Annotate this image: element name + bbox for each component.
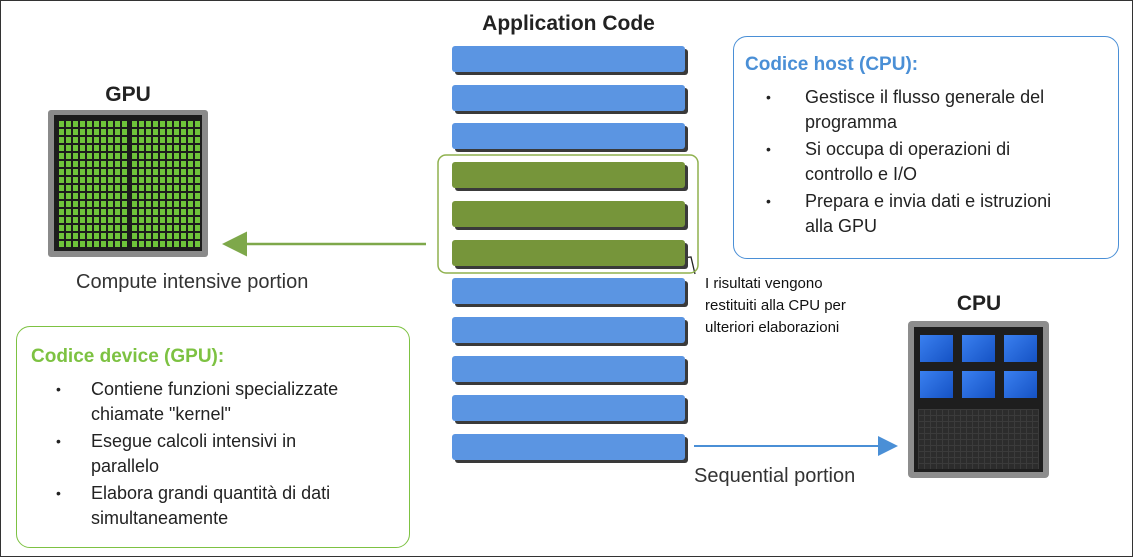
device-code-box: Codice device (GPU): • Contiene funzioni… [16,326,410,548]
code-block-6 [452,356,685,382]
list-item: • Si occupa di operazioni di controllo e… [766,139,1011,184]
gpu-section-frame [437,154,699,274]
list-item: • Gestisce il flusso generale del progra… [766,87,1045,132]
list-item: • Contiene funzioni specializzate chiama… [56,379,339,424]
code-block-8 [452,434,685,460]
cpu-chip-icon [908,321,1049,478]
results-note-line: ulteriori elaborazioni [705,319,840,336]
gpu-chip-icon [48,110,208,257]
list-item: • Elabora grandi quantità di dati simult… [56,483,331,528]
code-block-gpu-2 [452,201,685,227]
code-block-2 [452,85,685,111]
code-block-gpu-3 [452,240,685,266]
list-item: • Esegue calcoli intensivi in parallelo [56,431,297,476]
code-block-3 [452,123,685,149]
device-box-list: • Contiene funzioni specializzate chiama… [17,377,409,533]
results-note-line: I risultati vengono [705,275,823,292]
results-note-line: restituiti alla CPU per [705,297,846,314]
code-block-gpu-1 [452,162,685,188]
gpu-caption: Compute intensive portion [76,271,309,293]
application-code-title: Application Code [482,12,655,35]
results-note: I risultati vengono restituiti alla CPU … [705,273,846,339]
code-block-4 [452,278,685,304]
code-block-1 [452,46,685,72]
list-item: • Prepara e invia dati e istruzioni alla… [766,191,1052,236]
cpu-label: CPU [956,292,1002,315]
host-box-title: Codice host (CPU): [745,54,919,75]
host-box-list: • Gestisce il flusso generale del progra… [734,85,1118,241]
code-block-5 [452,317,685,343]
gpu-label: GPU [105,83,151,106]
code-block-7 [452,395,685,421]
cpu-caption: Sequential portion [694,465,856,487]
host-code-box: Codice host (CPU): • Gestisce il flusso … [733,36,1119,259]
device-box-title: Codice device (GPU): [31,346,225,367]
